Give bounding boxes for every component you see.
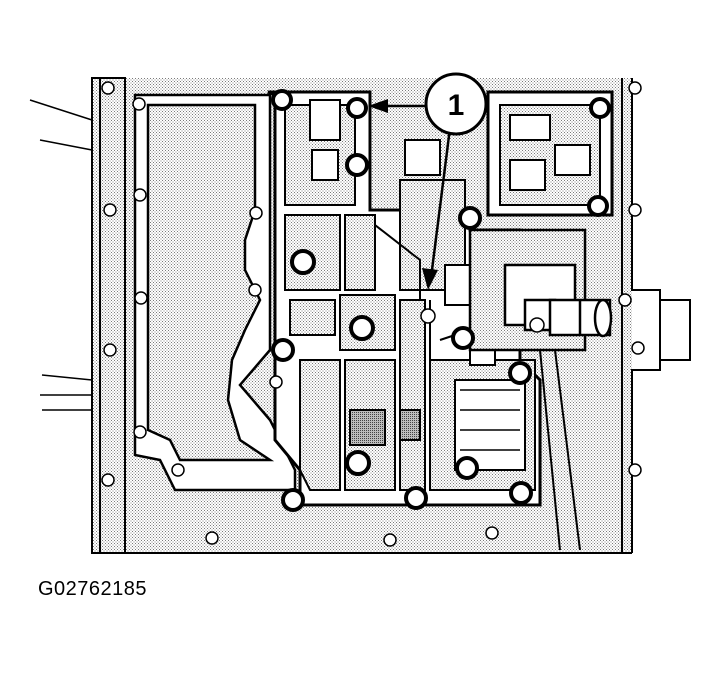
- small-bolt: [205, 531, 219, 545]
- small-bolt: [133, 425, 147, 439]
- small-bolt: [101, 81, 115, 95]
- bolt: [455, 456, 479, 480]
- small-bolt: [631, 341, 645, 355]
- bolt: [587, 195, 609, 217]
- small-bolt: [134, 291, 148, 305]
- small-bolt: [618, 293, 632, 307]
- small-bolt: [248, 283, 262, 297]
- bolt: [271, 89, 293, 111]
- left-cover-plate: [133, 93, 297, 492]
- bolt: [458, 206, 482, 230]
- small-bolt: [628, 81, 642, 95]
- callout-circle: [424, 72, 488, 136]
- small-bolt: [529, 317, 545, 333]
- figure-caption: G02762185: [38, 578, 148, 600]
- callout: 1: [368, 72, 488, 290]
- small-bolt: [420, 308, 436, 324]
- small-bolt: [383, 533, 397, 547]
- cover-bolts: [101, 81, 645, 547]
- bolt: [281, 488, 305, 512]
- small-bolt: [628, 463, 642, 477]
- solenoid-assembly: [468, 228, 613, 551]
- small-bolt: [103, 203, 117, 217]
- small-bolt: [171, 463, 185, 477]
- bolt: [271, 338, 295, 362]
- valve-body-bolts: [271, 89, 611, 512]
- bolt: [346, 97, 368, 119]
- small-bolt: [269, 375, 283, 389]
- small-bolt: [133, 188, 147, 202]
- small-bolt: [485, 526, 499, 540]
- small-bolt: [103, 343, 117, 357]
- small-bolt: [628, 203, 642, 217]
- bolt: [451, 326, 475, 350]
- small-bolt: [132, 97, 146, 111]
- bolt: [589, 97, 611, 119]
- bolt: [290, 249, 316, 275]
- bolt: [404, 486, 428, 510]
- small-bolt: [249, 206, 263, 220]
- bolt: [509, 481, 533, 505]
- callout-number: 1: [448, 89, 465, 122]
- bolt: [345, 450, 371, 476]
- bolt: [349, 315, 375, 341]
- upper-right-block: [486, 90, 614, 217]
- bolt: [508, 361, 532, 385]
- bolt: [345, 153, 369, 177]
- small-bolt: [101, 473, 115, 487]
